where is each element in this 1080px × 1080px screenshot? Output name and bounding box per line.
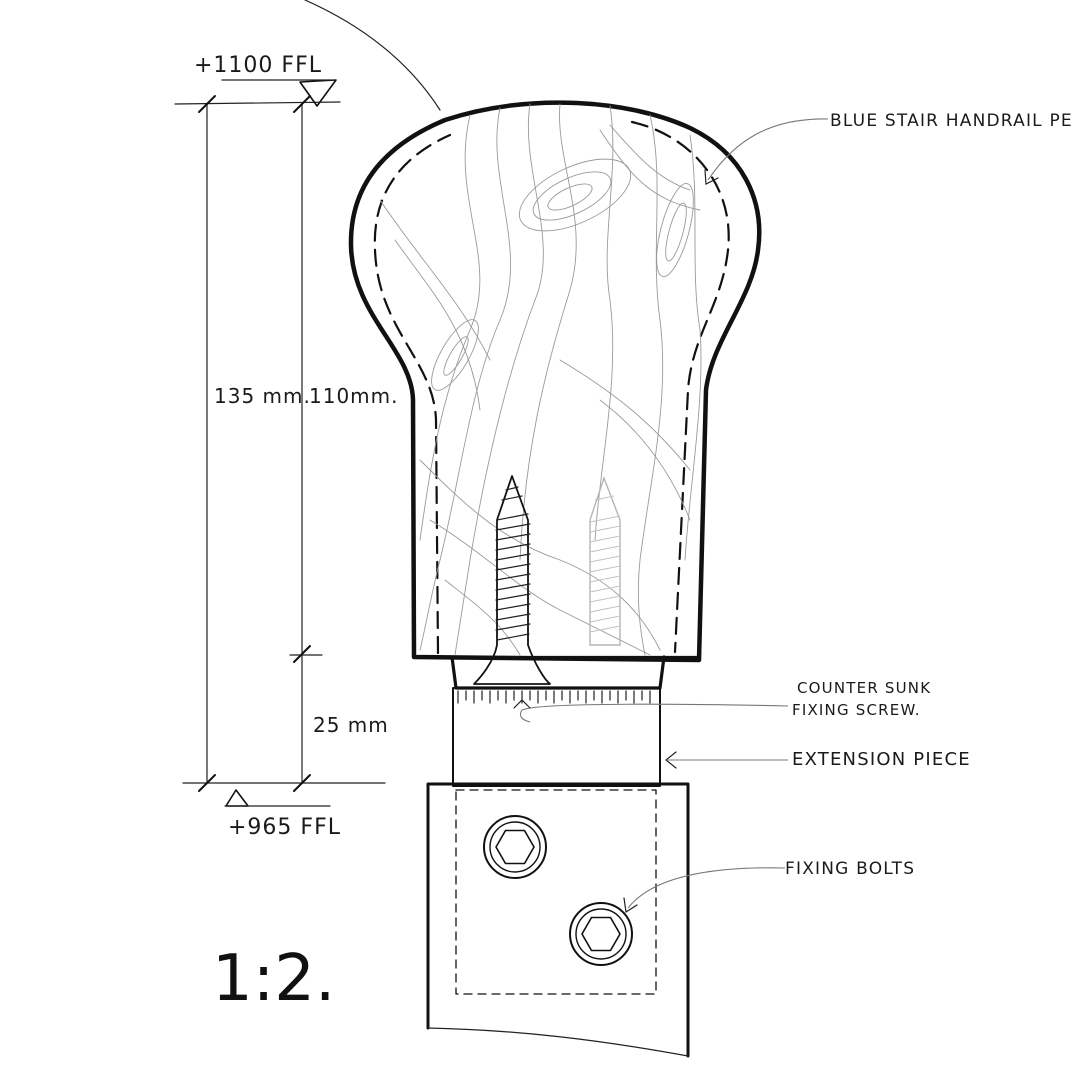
split-tick-bottom: [293, 774, 311, 792]
top-level-label: +1100 FFL: [194, 53, 322, 78]
bottom-level-marker-icon: [225, 789, 249, 807]
bracket-outline: [426, 782, 690, 1058]
arrowhead-icon: [665, 751, 677, 769]
callout-screw: COUNTER SUNK FIXING SCREW.: [513, 679, 931, 723]
overall-dimension-label: 135 mm.: [214, 384, 311, 408]
extension-body: [452, 687, 661, 787]
overall-tick-top: [198, 95, 216, 113]
arrowhead-icon: [623, 897, 638, 914]
knob-outline: [348, 100, 762, 663]
offsheet-leader: [304, 0, 441, 111]
handrail-bracket: [426, 782, 690, 1058]
dimension-chain: +1100 FFL +965 FFL 135 mm. 110mm. 25 mm: [174, 53, 399, 840]
extension-callout-label: EXTENSION PIECE: [792, 749, 971, 770]
arrowhead-icon: [513, 699, 531, 709]
overall-tick-bottom: [198, 774, 216, 792]
bolts-callout-label: FIXING BOLTS: [785, 859, 915, 879]
callout-extension: EXTENSION PIECE: [665, 749, 971, 770]
countersunk-screw-left: [473, 475, 551, 685]
split-tick-top: [293, 95, 311, 113]
screw-callout-line2: FIXING SCREW.: [792, 701, 921, 719]
top-level-marker-icon: [299, 79, 337, 107]
wood-grain: [379, 103, 702, 656]
bracket-inner-dashed: [455, 789, 657, 995]
callout-bolts: FIXING BOLTS: [623, 859, 915, 914]
split-tick-mid: [293, 645, 311, 663]
screw-callout-line1: COUNTER SUNK: [797, 679, 931, 697]
arrowhead-icon: [704, 169, 719, 185]
fixing-bolt-2: [569, 902, 633, 966]
countersunk-screw-right: [589, 475, 621, 646]
extension-piece: [452, 687, 661, 787]
fixing-bolt-1: [483, 815, 547, 879]
top-datum-line: [174, 101, 341, 105]
callout-handrail: BLUE STAIR HANDRAIL PE: [704, 111, 1073, 185]
extension-dimension-label: 25 mm: [313, 713, 389, 737]
knob-dimension-label: 110mm.: [309, 384, 399, 408]
bracket-bottom-edge: [427, 1027, 689, 1057]
drawing-scale: 1:2.: [212, 942, 335, 1016]
handrail-callout-label: BLUE STAIR HANDRAIL PE: [830, 111, 1073, 131]
extension-thread-ticks: [457, 690, 651, 704]
knob-inner-profile-dashed: [373, 120, 730, 655]
bottom-level-label: +965 FFL: [228, 815, 341, 840]
timber-handrail-knob: [348, 100, 762, 690]
